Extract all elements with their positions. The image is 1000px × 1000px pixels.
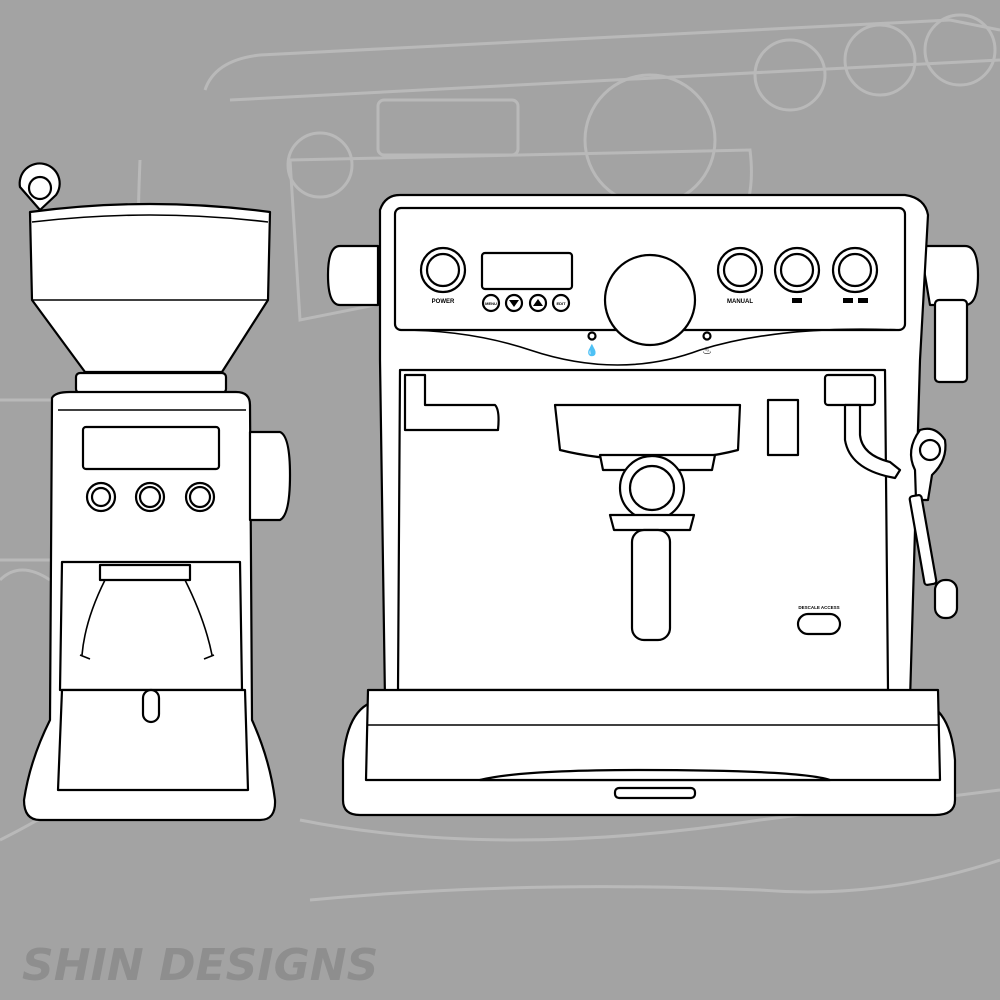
single-cup-icon <box>792 298 802 303</box>
down-arrow-icon <box>509 300 519 307</box>
descale-access-button[interactable] <box>796 612 842 636</box>
espresso-machine: POWER MENU EDIT 💧 ♨ MANUAL <box>326 193 980 817</box>
watermark: SHIN DESIGNS <box>22 940 378 991</box>
steam-wand[interactable] <box>908 427 959 620</box>
grinder-button-2[interactable] <box>134 481 166 513</box>
up-button[interactable] <box>528 293 548 313</box>
manual-button[interactable] <box>716 246 764 294</box>
menu-button[interactable]: MENU <box>481 293 501 313</box>
grinder-button-1[interactable] <box>85 481 117 513</box>
grinder-button-3[interactable] <box>184 481 216 513</box>
power-button[interactable] <box>419 246 467 294</box>
lcd-display <box>480 251 574 291</box>
pressure-gauge <box>603 253 697 347</box>
coffee-grinder <box>18 162 292 822</box>
svg-text:MENU: MENU <box>485 301 497 306</box>
svg-text:EDIT: EDIT <box>556 301 566 306</box>
power-label: POWER <box>432 299 455 305</box>
edit-button[interactable]: EDIT <box>551 293 571 313</box>
down-button[interactable] <box>504 293 524 313</box>
single-shot-button[interactable] <box>773 246 821 294</box>
double-shot-button[interactable] <box>831 246 879 294</box>
water-drop-icon: 💧 <box>585 344 599 357</box>
up-arrow-icon <box>533 299 543 306</box>
double-cup-icon <box>843 298 868 303</box>
indicator-light-right <box>702 331 712 341</box>
descale-label: DESCALE ACCESS <box>798 605 839 610</box>
manual-label: MANUAL <box>727 299 753 305</box>
indicator-light-left <box>587 331 597 341</box>
portafilter[interactable] <box>608 454 696 642</box>
steam-icon: ♨ <box>702 345 712 357</box>
tamper-holder <box>766 398 800 457</box>
